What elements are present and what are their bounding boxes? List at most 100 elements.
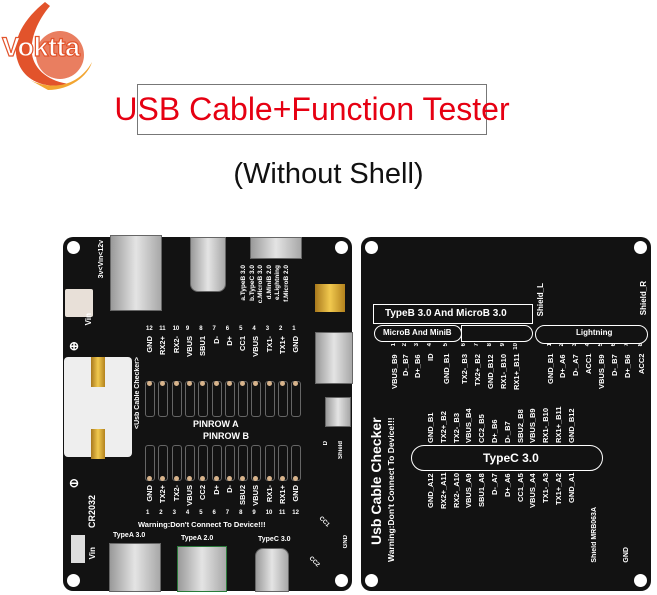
typeb-box [373,304,533,324]
mount-hole [365,574,378,587]
back-pin-label: D-_A7 [571,354,580,376]
pinrow-a-number: 8 [199,326,203,332]
pinrow-a-pin-label: RX2+ [158,336,168,355]
pinrow-b-pad [160,476,166,481]
pinrow-b-pad [186,476,192,481]
pinrow-a-pad [147,381,152,386]
pinrow-a-pin-label: CC1 [238,336,248,352]
back-board: TypeB 3.0 And MicroB 3.0 MicroB And Mini… [361,237,651,591]
pinrow-b-number: 5 [199,510,203,516]
pinrow-b-pad [226,476,232,481]
pinrow-b-number: 7 [225,510,230,516]
back-pin-label: GND_B1 [546,354,555,385]
pinrow-a-number: 4 [252,326,256,332]
pinrow-a-pad [266,381,272,386]
pinrow-b-number: 12 [292,510,299,516]
pinrow-b-pad [253,476,259,481]
typec-lower-pin-label: RX2-_A10 [451,473,461,509]
pinrow-a-pin-label: D- [211,336,221,344]
typec-upper-pin-label: TX2+_B2 [438,411,448,443]
side-label-d: D [323,441,329,446]
mount-hole [365,241,378,254]
pinrow-a-pin-label: GND [145,336,154,353]
logo-text: Voktta [1,31,80,62]
power-jack [65,289,93,317]
pinrow-a-socket [171,381,182,417]
pinrow-b-number: 8 [239,510,243,516]
pinrow-a-number: 5 [239,326,243,332]
pinrow-a-number: 9 [185,326,190,332]
back-pin-label: TX2-_B3 [460,354,469,385]
connector-list-item: d.MiniB 2.0 [265,265,273,300]
pinrow-a-number: 10 [172,326,180,332]
pinrow-a-pad [280,381,285,386]
gnd-label: GND [343,535,349,549]
front-board: 3v<Vin<12v Vin ⊕ ⊖ <Usb Cable Checker> C… [63,235,353,592]
back-pin-label: D+_B6 [413,354,422,378]
connector-list-item: f.MicroB 2.0 [282,265,290,302]
shield-r-label: Shield_R [639,281,648,316]
pinrow-b-pad [240,476,246,481]
microb-box-label: MicroB And MiniB [383,328,452,337]
back-pin-label: RX1+_B11 [512,354,521,391]
back-pin-label: GND_B12 [486,354,495,389]
vin-switch-label: Vin [88,547,97,560]
pinrow-a-socket [238,381,249,417]
pinrow-a-socket [224,381,235,417]
plus-symbol: ⊕ [69,339,80,353]
pinrow-a-pad [226,381,232,386]
connector-list-item: e.Lightning [274,265,281,301]
checker-title: Usb Cable Checker [368,417,384,545]
warning-label: Warning:Don't Connect To Device!!! [386,417,396,562]
mount-hole [335,574,348,587]
pinrow-a-socket [251,381,262,417]
checker-label: <Usb Cable Checker> [134,357,141,429]
typec-connector [190,237,226,292]
pinrow-b-pin-label: D+ [211,485,221,495]
connector-list-item: a.TypeB 3.0 [240,265,247,301]
pinrow-b-pad [147,476,152,481]
pinrow-a-pin-label: VBUS [251,336,261,357]
pinrow-a-number: 12 [146,326,153,332]
gnd-label: GND [623,547,630,563]
pinrow-a-pin-label: TX1- [264,336,274,353]
back-pin-number: 1 [391,343,397,347]
pinrow-b-pin-label: SBU2 [238,485,248,506]
connector-list-item: b.TypeC 3.0 [248,265,256,302]
pinrow-a-socket [198,381,209,417]
pinrow-a-number: 2 [279,326,283,332]
pinrow-b-pin-label: TX2- [171,485,181,502]
battery-label: CR2032 [87,495,97,529]
pinrow-a-pin-label: VBUS [184,336,194,357]
back-pin-number: 10 [513,343,519,350]
typec-upper-pin-label: GND_B12 [566,408,576,443]
pinrow-a-socket [211,381,222,417]
pinrow-a-socket [145,381,155,417]
pinrow-b-number: 11 [279,510,286,516]
cc1-label: CC1 [317,515,331,529]
typec-upper-pin-label: RX1+_B11 [554,406,563,444]
pinrow-b-pin-label: RX1- [264,485,274,503]
back-pin-number: 4 [427,343,433,347]
title-box: USB Cable+Function Tester [114,84,510,135]
pinrow-a-pad [293,381,299,386]
pinrow-a-pad [253,381,259,386]
pinrow-b-pad [213,476,219,481]
back-pin-number: 5 [598,343,604,347]
power-switch[interactable] [71,535,85,563]
pinrow-a-socket [264,381,275,417]
pinrow-a-pin-label: RX2- [171,336,181,354]
typec-box [411,445,603,471]
typeb-pin-box [461,325,533,342]
pinrow-b-number: 2 [159,510,163,516]
lightning-box-label: Lightning [576,328,613,337]
product-subtitle: (Without Shell) [233,158,424,190]
typec-lower-pin-label: D+_A6 [502,473,512,497]
typec-box-label: TypeC 3.0 [483,451,539,465]
back-pin-number: 7 [474,343,480,347]
typec-lower-pin-label: VBUS_A9 [464,473,474,508]
warning-label: Warning:Don't Connect To Device!!! [138,520,266,529]
typec-upper-pin-label: RX1-_B10 [541,407,551,443]
back-pin-number: 5 [443,343,449,347]
